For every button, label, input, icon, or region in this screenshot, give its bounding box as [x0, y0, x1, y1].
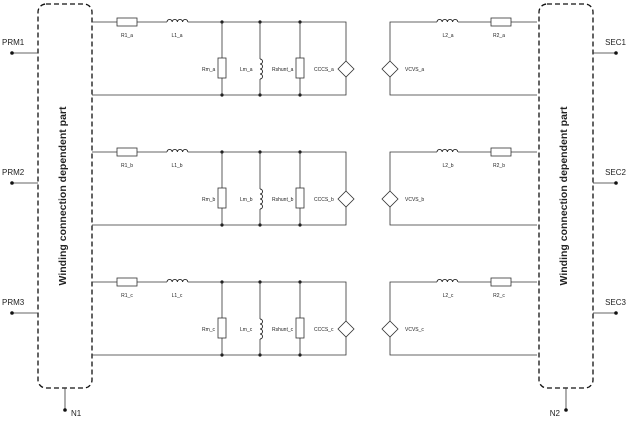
label-l1: L1_a: [171, 33, 182, 39]
label-rm: Rm_c: [202, 327, 216, 333]
wire-top-3: [187, 281, 347, 321]
phase-a-circuit: R1_a L1_a Rm_a Lm_a Rshunt_a CCCS_a VCVS…: [92, 17, 537, 97]
label-l2: L2_a: [442, 33, 453, 39]
label-r1: R1_b: [121, 163, 133, 169]
secondary-port-1: SEC1: [593, 38, 627, 55]
phase-c-circuit: R1_c L1_c Rm_c Lm_c Rshunt_c CCCS_c VCVS…: [92, 277, 537, 357]
port-label-sec3: SEC3: [605, 298, 626, 307]
right-winding-block: Winding connection dependent part: [538, 3, 594, 389]
wire-sec-top-3: [389, 281, 437, 321]
wire-sec-bottom: [389, 77, 537, 96]
resistor-r2: [490, 147, 512, 157]
label-r2: R2_b: [493, 163, 505, 169]
inductor-lm: [259, 188, 263, 210]
secondary-port-2: SEC2: [593, 168, 627, 185]
label-l2: L2_c: [443, 293, 454, 299]
label-r2: R2_a: [493, 33, 505, 39]
label-lm: Lm_c: [240, 327, 253, 333]
port-label-prm2: PRM2: [2, 168, 25, 177]
source-cccs: [337, 320, 355, 338]
label-r2: R2_c: [493, 293, 505, 299]
label-vcvs: VCVS_c: [405, 327, 424, 333]
label-lm: Lm_a: [240, 67, 253, 73]
source-cccs: [337, 190, 355, 208]
label-rshunt: Rshunt_a: [272, 67, 294, 73]
source-cccs: [337, 60, 355, 78]
resistor-r1: [116, 277, 138, 287]
label-l2: L2_b: [442, 163, 453, 169]
label-cccs: CCCS_a: [314, 67, 334, 73]
primary-port-2: PRM2: [2, 168, 38, 185]
wire-sec-bottom: [389, 207, 537, 226]
port-label-n1: N1: [71, 409, 82, 418]
secondary-port-3: SEC3: [593, 298, 627, 315]
wire-bottom-primary: [92, 337, 347, 356]
resistor-rshunt: [295, 57, 305, 79]
port-label-prm1: PRM1: [2, 38, 25, 47]
wire-top-3: [187, 151, 347, 191]
inductor-l1: [166, 149, 189, 153]
label-cccs: CCCS_c: [314, 327, 334, 333]
label-rm: Rm_a: [202, 67, 216, 73]
resistor-r2: [490, 17, 512, 27]
label-rshunt: Rshunt_c: [272, 327, 294, 333]
port-label-n2: N2: [550, 409, 561, 418]
label-r1: R1_c: [121, 293, 133, 299]
label-vcvs: VCVS_b: [405, 197, 424, 203]
label-l1: L1_b: [171, 163, 182, 169]
phase-b-circuit: R1_b L1_b Rm_b Lm_b Rshunt_b CCCS_b VCVS…: [92, 147, 537, 227]
left-block-title: Winding connection dependent part: [57, 106, 69, 285]
resistor-rm: [217, 187, 227, 209]
wire-sec-top-3: [389, 21, 437, 61]
label-r1: R1_a: [121, 33, 133, 39]
source-vcvs: [381, 60, 399, 78]
resistor-r1: [116, 147, 138, 157]
neutral-port-right: N2: [550, 388, 568, 418]
label-l1: L1_c: [172, 293, 183, 299]
label-cccs: CCCS_b: [314, 197, 334, 203]
label-rm: Rm_b: [202, 197, 216, 203]
inductor-l1: [166, 19, 189, 23]
primary-port-1: PRM1: [2, 38, 38, 55]
neutral-port-left: N1: [63, 388, 82, 418]
inductor-lm: [259, 318, 263, 340]
resistor-r2: [490, 277, 512, 287]
inductor-l2: [436, 279, 459, 283]
source-vcvs: [381, 190, 399, 208]
inductor-l2: [436, 19, 459, 23]
inductor-l2: [436, 149, 459, 153]
resistor-r1: [116, 17, 138, 27]
primary-port-3: PRM3: [2, 298, 38, 315]
resistor-rshunt: [295, 317, 305, 339]
left-winding-block: Winding connection dependent part: [37, 3, 93, 389]
port-label-prm3: PRM3: [2, 298, 25, 307]
inductor-l1: [166, 279, 189, 283]
resistor-rm: [217, 57, 227, 79]
wire-sec-top-3: [389, 151, 437, 191]
wire-sec-bottom: [389, 337, 537, 356]
port-label-sec1: SEC1: [605, 38, 626, 47]
wire-top-3: [187, 21, 347, 61]
port-label-sec2: SEC2: [605, 168, 626, 177]
label-lm: Lm_b: [240, 197, 253, 203]
resistor-rm: [217, 317, 227, 339]
source-vcvs: [381, 320, 399, 338]
wire-bottom-primary: [92, 207, 347, 226]
label-rshunt: Rshunt_b: [272, 197, 294, 203]
right-block-title: Winding connection dependent part: [558, 106, 570, 285]
label-vcvs: VCVS_a: [405, 67, 424, 73]
wire-bottom-primary: [92, 77, 347, 96]
resistor-rshunt: [295, 187, 305, 209]
inductor-lm: [259, 58, 263, 80]
